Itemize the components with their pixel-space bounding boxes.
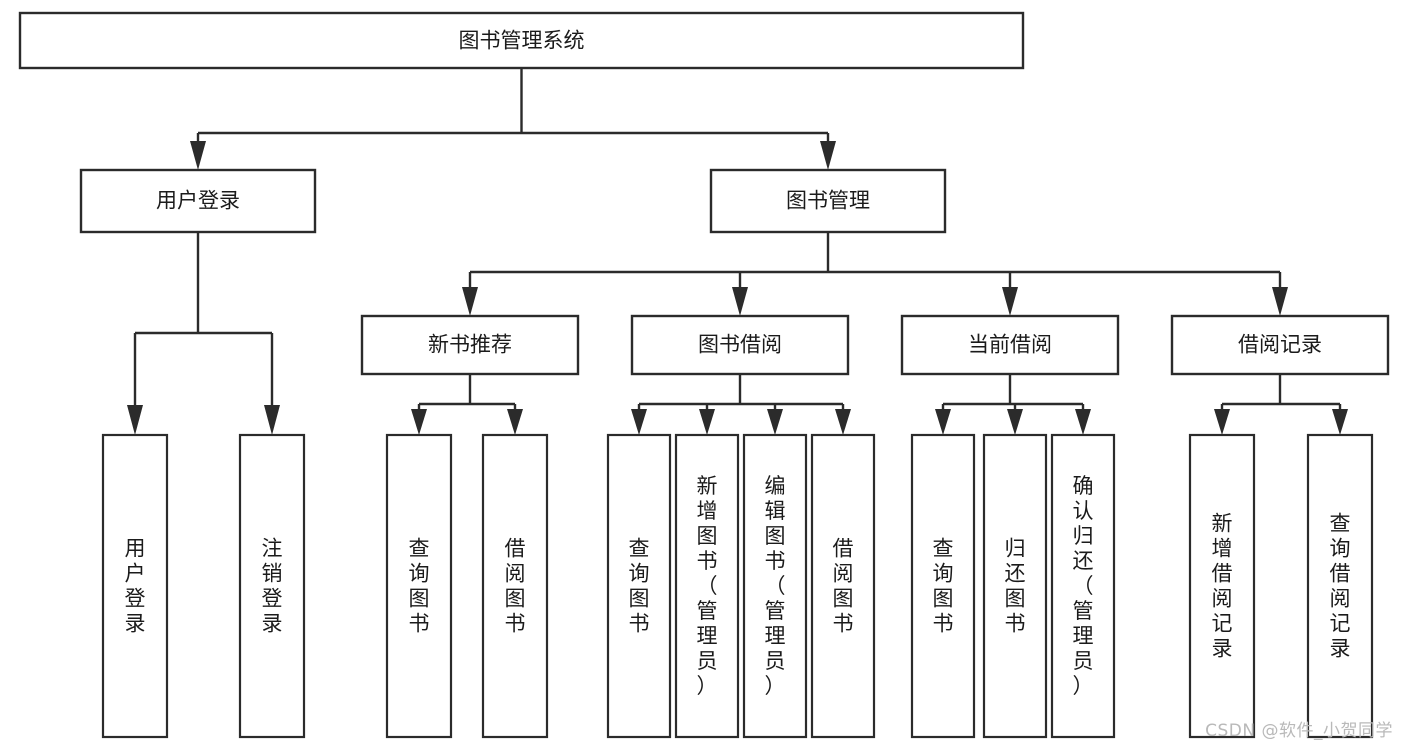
leaf-confirm-return-box[interactable] xyxy=(1050,433,1116,739)
node-current-borrow-box[interactable] xyxy=(900,314,1120,376)
arrow-head-user-login xyxy=(190,141,206,170)
leaf-add-record[interactable]: 新增借阅记录 xyxy=(1188,433,1256,739)
edge-layer xyxy=(127,68,1348,435)
node-borrow-record-label: 借阅记录 xyxy=(1238,333,1322,357)
leaf-return-book[interactable]: 归还图书 xyxy=(982,433,1048,739)
leaf-user-login-label: 用户登录 xyxy=(125,537,146,636)
leaf-query-book-2[interactable]: 查询图书 xyxy=(606,433,672,739)
leaf-confirm-return[interactable]: 确认归还（管理员） xyxy=(1050,433,1116,739)
leaf-query-record-label: 查询借阅记录 xyxy=(1330,512,1351,661)
leaf-query-record[interactable]: 查询借阅记录 xyxy=(1306,433,1374,739)
node-book-borrow-box[interactable] xyxy=(630,314,850,376)
arrow-head-leaf-edit-book xyxy=(767,409,783,435)
leaf-add-book[interactable]: 新增图书（管理员） xyxy=(674,433,740,739)
leaf-borrow-book-2-label: 借阅图书 xyxy=(833,537,854,636)
leaf-borrow-book-1-label: 借阅图书 xyxy=(505,537,526,636)
node-book-manage[interactable]: 图书管理 xyxy=(709,168,947,234)
leaf-user-logout-label: 注销登录 xyxy=(262,537,283,636)
arrow-head-book-manage xyxy=(820,141,836,170)
leaf-query-record-box[interactable] xyxy=(1306,433,1374,739)
node-current-borrow-label: 当前借阅 xyxy=(968,333,1052,357)
arrow-head-leaf-return-book xyxy=(1007,409,1023,435)
arrow-head-leaf-add-book xyxy=(699,409,715,435)
leaf-add-book-label: 新增图书（管理员） xyxy=(697,474,718,698)
leaf-edit-book-box[interactable] xyxy=(742,433,808,739)
node-borrow-record-box[interactable] xyxy=(1170,314,1390,376)
leaf-edit-book-label: 编辑图书（管理员） xyxy=(765,474,786,698)
node-user-login-box[interactable] xyxy=(79,168,317,234)
node-book-borrow-label: 图书借阅 xyxy=(698,333,782,357)
leaf-return-book-label: 归还图书 xyxy=(1005,537,1026,636)
arrow-head-leaf-user-login xyxy=(127,405,143,435)
leaf-user-logout-box[interactable] xyxy=(238,433,306,739)
arrow-head-current-borrow xyxy=(1002,287,1018,316)
leaf-query-book-2-box[interactable] xyxy=(606,433,672,739)
leaf-add-book-box[interactable] xyxy=(674,433,740,739)
arrow-head-leaf-user-logout xyxy=(264,405,280,435)
arrow-head-new-book-rec xyxy=(462,287,478,316)
arrow-head-leaf-borrow-book-2 xyxy=(835,409,851,435)
arrow-head-leaf-query-book-2 xyxy=(631,409,647,435)
leaf-add-record-label: 新增借阅记录 xyxy=(1212,512,1233,661)
node-root-box[interactable] xyxy=(18,11,1025,70)
leaf-query-book-3[interactable]: 查询图书 xyxy=(910,433,976,739)
leaf-query-book-2-label: 查询图书 xyxy=(629,537,650,636)
arrow-head-leaf-confirm-return xyxy=(1075,409,1091,435)
leaf-borrow-book-2[interactable]: 借阅图书 xyxy=(810,433,876,739)
arrow-head-borrow-record xyxy=(1272,287,1288,316)
arrow-head-leaf-borrow-book-1 xyxy=(507,409,523,435)
leaf-query-book-3-box[interactable] xyxy=(910,433,976,739)
node-new-book-rec-label: 新书推荐 xyxy=(428,333,512,357)
arrow-head-leaf-query-book-3 xyxy=(935,409,951,435)
node-root-label: 图书管理系统 xyxy=(459,29,585,53)
leaf-edit-book[interactable]: 编辑图书（管理员） xyxy=(742,433,808,739)
leaf-confirm-return-label: 确认归还（管理员） xyxy=(1073,474,1094,698)
leaf-borrow-book-1[interactable]: 借阅图书 xyxy=(481,433,549,739)
node-user-login[interactable]: 用户登录 xyxy=(79,168,317,234)
arrow-head-leaf-query-book-1 xyxy=(411,409,427,435)
leaf-query-book-3-label: 查询图书 xyxy=(933,537,954,636)
arrow-head-book-borrow xyxy=(732,287,748,316)
arrow-head-leaf-query-record xyxy=(1332,409,1348,435)
node-new-book-rec[interactable]: 新书推荐 xyxy=(360,314,580,376)
leaf-query-book-1-label: 查询图书 xyxy=(409,537,430,636)
node-borrow-record[interactable]: 借阅记录 xyxy=(1170,314,1390,376)
leaf-query-book-1-box[interactable] xyxy=(385,433,453,739)
leaf-return-book-box[interactable] xyxy=(982,433,1048,739)
leaf-user-login-box[interactable] xyxy=(101,433,169,739)
leaf-add-record-box[interactable] xyxy=(1188,433,1256,739)
leaf-user-logout[interactable]: 注销登录 xyxy=(238,433,306,739)
leaf-borrow-book-2-box[interactable] xyxy=(810,433,876,739)
node-new-book-rec-box[interactable] xyxy=(360,314,580,376)
node-book-borrow[interactable]: 图书借阅 xyxy=(630,314,850,376)
node-book-manage-label: 图书管理 xyxy=(786,189,870,213)
arrow-head-leaf-add-record xyxy=(1214,409,1230,435)
leaf-borrow-book-1-box[interactable] xyxy=(481,433,549,739)
leaf-user-login[interactable]: 用户登录 xyxy=(101,433,169,739)
node-book-manage-box[interactable] xyxy=(709,168,947,234)
csdn-watermark: CSDN @软件_小贺同学 xyxy=(1205,721,1393,741)
node-current-borrow[interactable]: 当前借阅 xyxy=(900,314,1120,376)
node-user-login-label: 用户登录 xyxy=(156,189,240,213)
leaf-query-book-1[interactable]: 查询图书 xyxy=(385,433,453,739)
node-root[interactable]: 图书管理系统 xyxy=(18,11,1025,70)
